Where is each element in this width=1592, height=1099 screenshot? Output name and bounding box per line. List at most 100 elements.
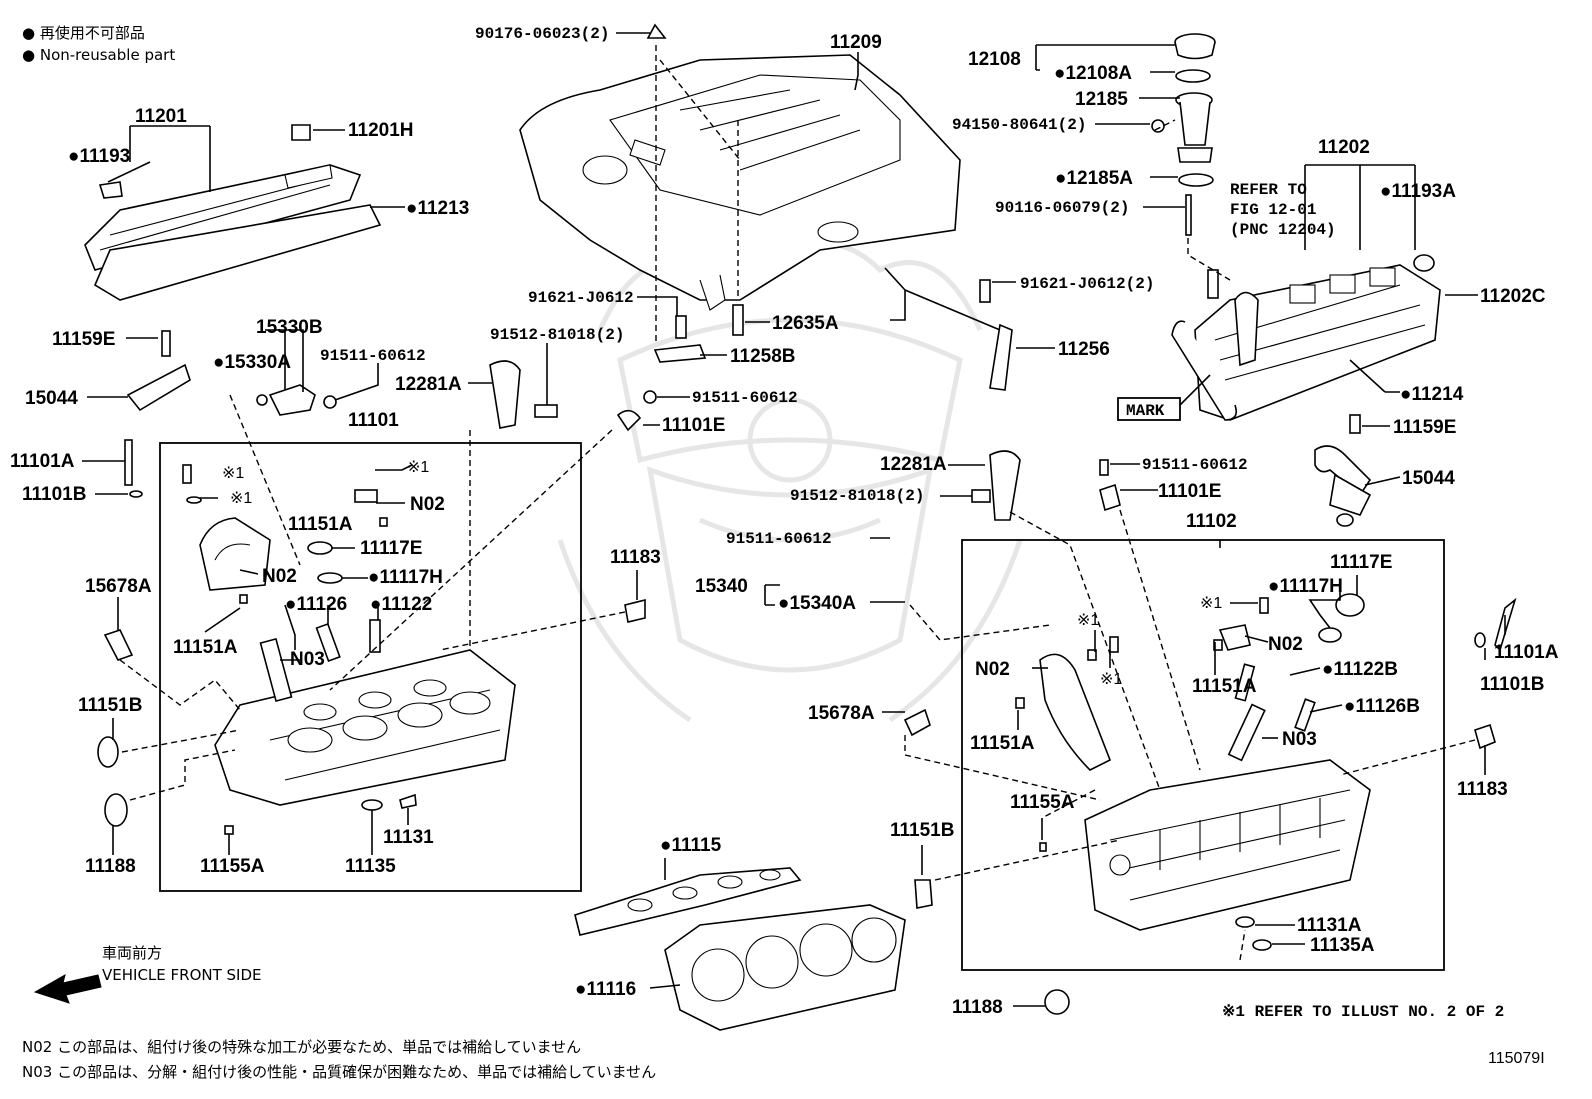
lh-cylinder-head-box	[159, 442, 582, 892]
label-15340: 15340	[695, 576, 748, 597]
label-90116: 90116-06079(2)	[995, 199, 1129, 217]
center-fitting-parts	[616, 267, 1121, 521]
label-11131: 11131	[383, 827, 434, 848]
label-11256: 11256	[1058, 339, 1110, 360]
label-x1-e: ※1	[1100, 671, 1122, 688]
label-11117E-left: 11117E	[360, 538, 422, 559]
front-label-jp: 車両前方	[102, 944, 162, 962]
label-15044-left: 15044	[25, 388, 78, 409]
rh-loose-parts	[903, 708, 1496, 1015]
label-91621-b: 91621-J0612(2)	[1020, 275, 1154, 293]
rh-cylinder-head-box	[961, 539, 1445, 971]
label-x1-a: ※1	[222, 465, 244, 482]
label-11115: ●11115	[660, 835, 722, 856]
lh-loose-parts	[97, 598, 646, 827]
label-11117E-right: 11117E	[1330, 552, 1392, 573]
label-11151B-left: 11151B	[78, 695, 142, 716]
label-11151A-b: 11151A	[173, 637, 238, 658]
label-11159E-left: 11159E	[52, 329, 115, 350]
label-91511-d: 91511-60612	[726, 530, 832, 548]
label-91511-a: 91511-60612	[320, 347, 426, 365]
label-11151A-a: 11151A	[288, 514, 353, 535]
label-11202C: 11202C	[1480, 286, 1546, 307]
label-11126: ●11126	[285, 594, 347, 615]
front-label-en: VEHICLE FRONT SIDE	[102, 966, 262, 984]
label-n02-a: N02	[410, 494, 445, 515]
label-11135: 11135	[345, 856, 396, 877]
label-x1-b: ※1	[230, 490, 252, 507]
label-11209: 11209	[830, 32, 882, 53]
label-11131A: 11131A	[1297, 915, 1362, 936]
label-91621-a: 91621-J0612	[528, 289, 634, 307]
mark-box	[1117, 397, 1181, 421]
label-12185: 12185	[1075, 89, 1128, 110]
label-x1-top: ※1	[407, 459, 429, 476]
label-11159E-right: 11159E	[1393, 417, 1456, 438]
label-11193A: ●11193A	[1380, 181, 1456, 202]
refer-fig-line3: (PNC 12204)	[1230, 221, 1336, 239]
label-12185A: ●12185A	[1055, 168, 1133, 189]
label-11155A-left: 11155A	[200, 856, 265, 877]
legend-nonreusable-en: ● Non-reusable part	[22, 46, 175, 64]
label-94150: 94150-80641(2)	[952, 116, 1086, 134]
label-15330B: 15330B	[256, 317, 323, 338]
label-11155A-right: 11155A	[1010, 792, 1075, 813]
label-x1-c: ※1	[1200, 595, 1222, 612]
label-11188-left: 11188	[85, 856, 136, 877]
label-11101: 11101	[348, 410, 399, 431]
lh-cylinder-head-part	[182, 464, 516, 835]
label-11201H: 11201H	[348, 120, 414, 141]
label-11188-right: 11188	[952, 997, 1003, 1018]
label-11102: 11102	[1186, 511, 1237, 532]
label-11101E-left: 11101E	[662, 415, 725, 436]
part-labels: 90176-06023(2) 11209 12108 ●12108A 12185…	[10, 25, 1559, 1018]
illustration-number: 115079I	[1488, 1050, 1545, 1067]
label-11183-right: 11183	[1457, 779, 1508, 800]
mark-label: MARK	[1126, 402, 1165, 420]
label-12281A-left: 12281A	[395, 374, 462, 395]
label-11202: 11202	[1318, 137, 1370, 158]
label-11101B-left: 11101B	[22, 484, 86, 505]
label-15678A-right: 15678A	[808, 703, 875, 724]
label-91512-right: 91512-81018(2)	[790, 487, 924, 505]
legend-nonreusable-jp: ● 再使用不可部品	[22, 24, 145, 42]
label-12108: 12108	[968, 49, 1021, 70]
label-15330A: ●15330A	[213, 352, 291, 373]
label-11151B-right: 11151B	[890, 820, 954, 841]
label-90176: 90176-06023(2)	[475, 25, 609, 43]
rh-cylinder-head-part	[1015, 593, 1371, 951]
label-11135A: 11135A	[1310, 935, 1375, 956]
label-11214: ●11214	[1400, 384, 1464, 405]
label-11117H-left: ●11117H	[368, 567, 443, 588]
lh-bracket-parts	[124, 330, 558, 498]
label-11122: ●11122	[370, 594, 432, 615]
label-11201: 11201	[135, 106, 187, 127]
label-91512-left: 91512-81018(2)	[490, 326, 624, 344]
leader-lines	[82, 32, 1506, 1007]
label-11151A-d: 11151A	[970, 733, 1035, 754]
label-15678A-left: 15678A	[85, 576, 152, 597]
watermark-emblem	[557, 240, 1023, 723]
refer-illust-note: ※1 REFER TO ILLUST NO. 2 OF 2	[1222, 1003, 1504, 1021]
head-gaskets	[574, 867, 906, 1031]
label-n03-a: N03	[290, 649, 325, 670]
vehicle-front-arrow	[33, 973, 102, 1004]
label-x1-d: ※1	[1077, 612, 1099, 629]
label-11101A-left: 11101A	[10, 451, 75, 472]
label-12635A: 12635A	[772, 313, 839, 334]
label-91511-c: 91511-60612	[1142, 456, 1248, 474]
label-11122B: ●11122B	[1322, 659, 1398, 680]
refer-fig-line1: REFER TO	[1230, 181, 1307, 199]
label-n02-d: N02	[975, 659, 1010, 680]
lh-cylinder-head-cover-part	[84, 124, 382, 301]
refer-fig-line2: FIG 12-01	[1230, 201, 1316, 219]
label-n03-b: N03	[1282, 729, 1317, 750]
label-11151A-c: 11151A	[1192, 676, 1257, 697]
label-11116: ●11116	[575, 979, 636, 1000]
note-n02: N02 この部品は、組付け後の特殊な加工が必要なため、単品では補給していません	[22, 1038, 581, 1056]
label-12108A: ●12108A	[1054, 63, 1132, 84]
engine-cover-part	[519, 23, 961, 311]
label-n02-c: N02	[1268, 634, 1303, 655]
label-11117H-right: ●11117H	[1268, 576, 1343, 597]
